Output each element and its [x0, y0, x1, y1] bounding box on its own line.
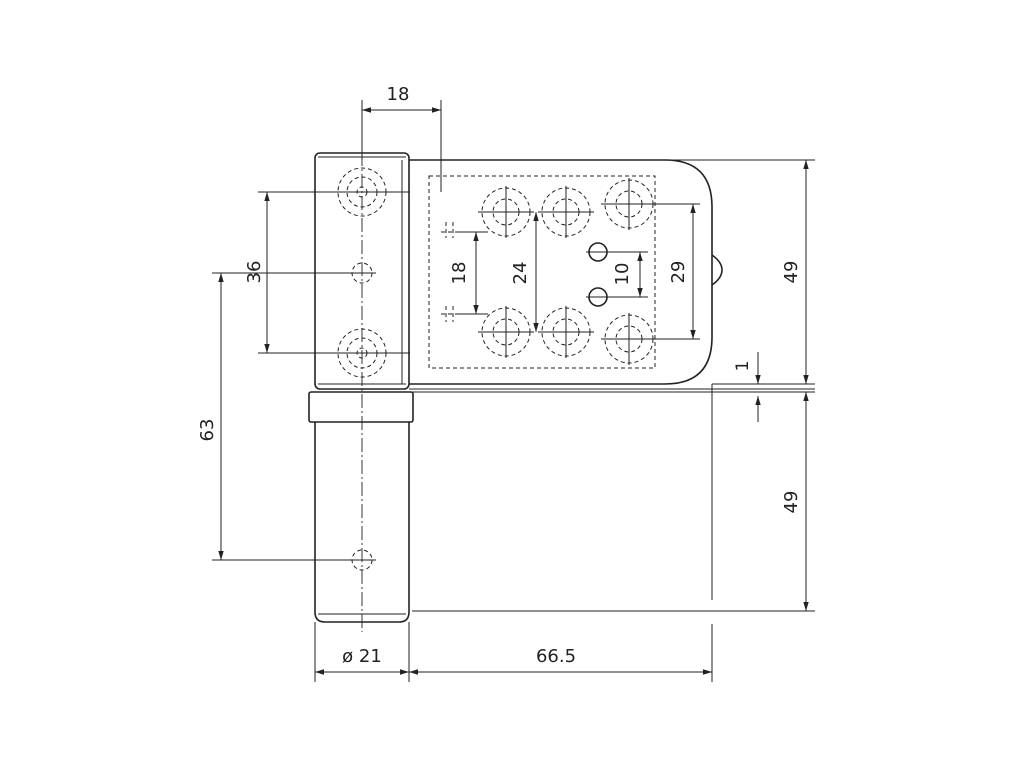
dim-49-bottom-label: 49: [781, 491, 802, 514]
dim-29-label: 29: [668, 261, 689, 284]
dim-66-5: 66.5: [409, 646, 712, 675]
dim-63-label: 63: [197, 419, 218, 442]
dim-diameter-21-label: ø 21: [342, 646, 382, 667]
dim-24-label: 24: [510, 262, 531, 285]
dim-1-label: 1: [733, 361, 753, 372]
dim-18-top-label: 18: [387, 84, 410, 105]
hinge-leaf-plate: [401, 159, 723, 385]
dim-29: 29: [650, 203, 700, 340]
dim-10: 10: [610, 251, 648, 298]
mounting-pocket-outline: [428, 175, 656, 369]
dim-10-label: 10: [612, 263, 633, 286]
hinge-barrel: [308, 152, 414, 623]
dim-diameter-21: ø 21: [315, 646, 409, 675]
dim-18-top: 18: [361, 84, 442, 192]
dim-66-5-label: 66.5: [536, 646, 576, 667]
dim-49-bottom: 49: [412, 392, 815, 612]
dim-49-top: 49: [665, 159, 815, 385]
dim-24: 24: [510, 212, 539, 332]
dim-18-inner-label: 18: [449, 262, 470, 285]
dim-18-inner: 18: [449, 231, 488, 315]
dim-49-top-label: 49: [781, 261, 802, 284]
dim-1: 1: [409, 352, 815, 422]
dim-36-label: 36: [244, 261, 265, 284]
dim-63: 63: [197, 272, 352, 561]
